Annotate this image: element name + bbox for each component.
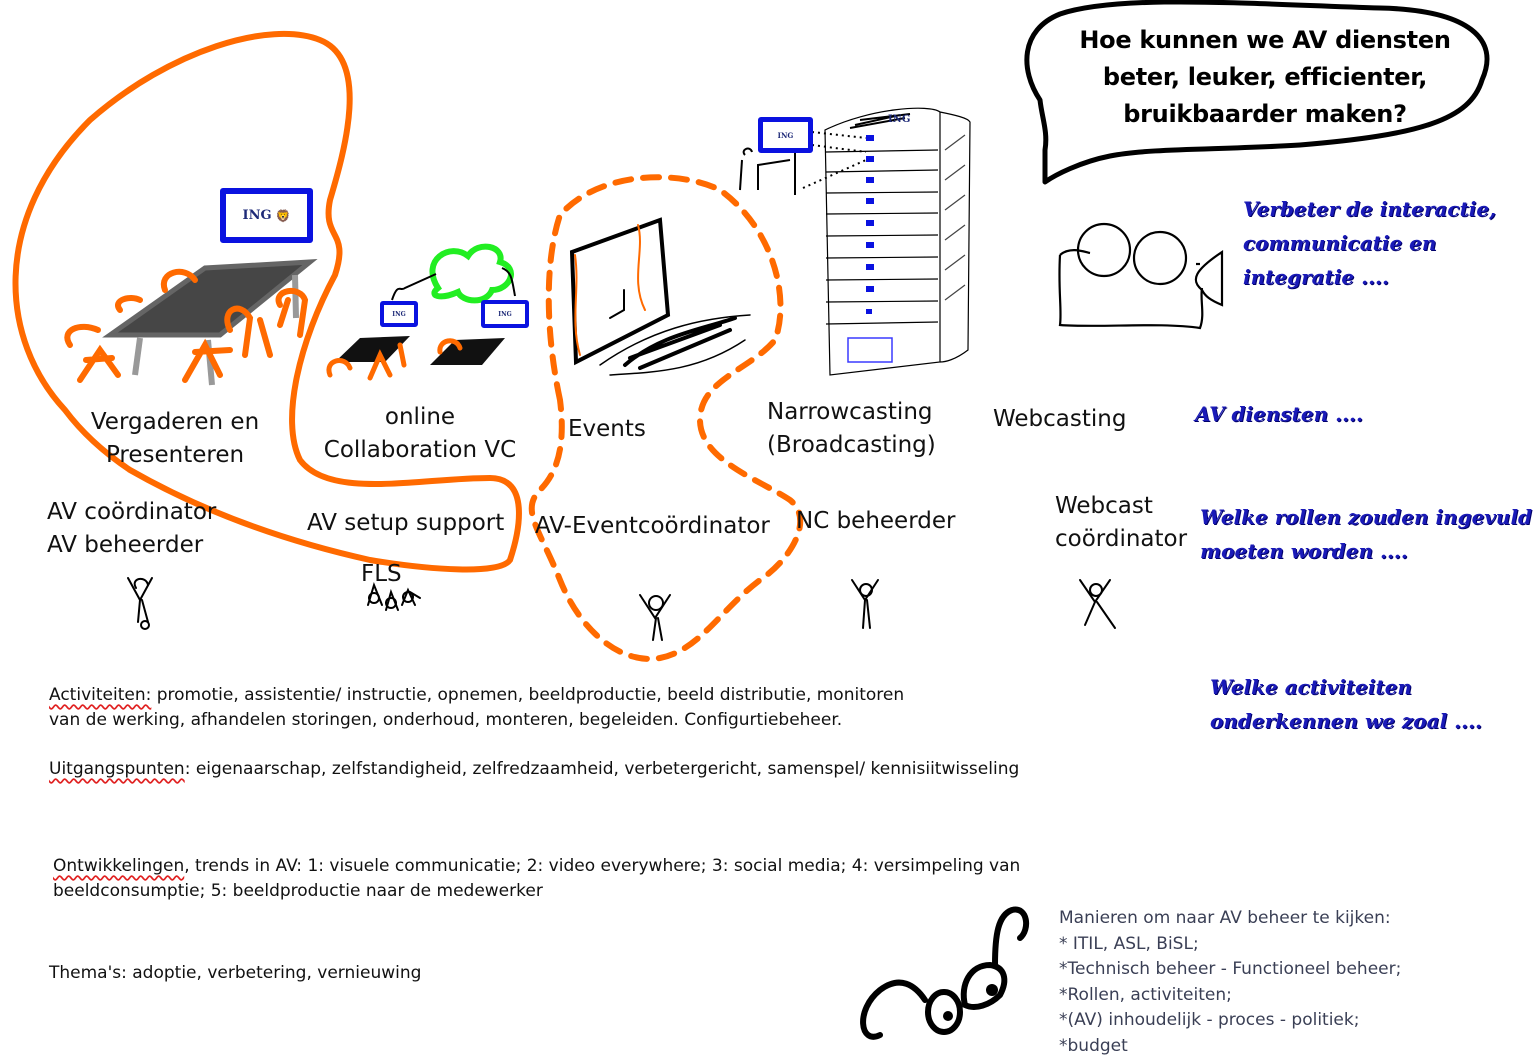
manieren-item: *budget bbox=[1059, 1035, 1128, 1056]
note-line: Verbeter de interactie, bbox=[1243, 197, 1497, 221]
service-label-line: Collaboration VC bbox=[323, 437, 517, 463]
note-rollen: Welke rollen zouden ingevuld moeten word… bbox=[1200, 500, 1532, 568]
person-icon-av-event bbox=[639, 594, 671, 641]
manieren-item: *(AV) inhoudelijk - proces - politiek; bbox=[1059, 1010, 1360, 1030]
uitgangspunten-paragraph: Uitgangspunten: eigenaarschap, zelfstand… bbox=[49, 757, 1019, 782]
person-icon-av-coordinator bbox=[127, 577, 153, 630]
role-av-eventcoordinator: AV-Eventcoördinator bbox=[535, 510, 770, 543]
ing-logo-text: ING bbox=[777, 130, 794, 140]
manieren-heading: Manieren om naar AV beheer te kijken: bbox=[1059, 908, 1391, 928]
group-icon-fls bbox=[367, 581, 421, 611]
role-label-line: FLS bbox=[361, 561, 402, 587]
ing-logo-text: ING bbox=[242, 208, 272, 223]
question-line: bruikbaarder maken? bbox=[1123, 100, 1407, 128]
note-line: Welke rollen zouden ingevuld bbox=[1200, 505, 1533, 529]
role-label-line: AV-Eventcoördinator bbox=[535, 513, 770, 539]
role-label-line: AV setup support bbox=[307, 510, 505, 536]
service-webcasting: Webcasting bbox=[993, 403, 1126, 436]
ontwikkelingen-paragraph: Ontwikkelingen, trends in AV: 1: visuele… bbox=[53, 854, 1020, 904]
service-label-line: Vergaderen en bbox=[90, 409, 260, 435]
narrowcasting-building-illustration bbox=[739, 107, 971, 376]
service-label-line: (Broadcasting) bbox=[767, 432, 936, 458]
role-av-setup-support: AV setup support bbox=[307, 507, 504, 540]
ing-lion-icon: 🦁 bbox=[275, 208, 291, 223]
role-figures bbox=[127, 577, 1116, 641]
pupil-right bbox=[986, 984, 998, 996]
note-line: moeten worden .... bbox=[1200, 539, 1408, 563]
vergaderen-group-outline bbox=[12, 31, 522, 573]
service-label-line: online bbox=[384, 404, 456, 430]
manieren-list: Manieren om naar AV beheer te kijken: * … bbox=[1059, 906, 1401, 1059]
role-webcast-coordinator: Webcast coördinator bbox=[1055, 490, 1187, 556]
role-label-line: AV coördinator bbox=[47, 499, 217, 525]
question-line: Hoe kunnen we AV diensten bbox=[1079, 26, 1451, 54]
note-diensten: AV diensten .... bbox=[1195, 397, 1363, 431]
role-label-line: AV beheerder bbox=[47, 532, 204, 558]
person-icon-webcast bbox=[1079, 579, 1116, 629]
activiteiten-paragraph: Activiteiten: promotie, assistentie/ ins… bbox=[49, 683, 904, 733]
ing-building-sign: ING bbox=[888, 114, 910, 125]
activiteiten-text: promotie, assistentie/ instructie, opnem… bbox=[151, 685, 905, 705]
manieren-item: *Technisch beheer - Functioneel beheer; bbox=[1059, 959, 1402, 979]
themas-paragraph: Thema's: adoptie, verbetering, vernieuwi… bbox=[49, 961, 421, 986]
ing-screen-large: ING 🦁 bbox=[220, 188, 313, 243]
service-label-line: Webcasting bbox=[993, 406, 1127, 432]
manieren-item: * ITIL, ASL, BiSL; bbox=[1059, 933, 1199, 954]
pupil-left bbox=[943, 1011, 953, 1021]
ing-screen-vc-left: ING bbox=[380, 301, 418, 327]
video-camera-icon bbox=[1058, 222, 1224, 330]
question-bubble-text: Hoe kunnen we AV diensten beter, leuker,… bbox=[1050, 22, 1480, 133]
speech-bubble bbox=[1024, 0, 1490, 185]
question-line: beter, leuker, efficienter, bbox=[1102, 63, 1428, 91]
ing-screen-vc-right: ING bbox=[481, 300, 529, 328]
activiteiten-label: Activiteiten: bbox=[49, 685, 152, 705]
ontwikkelingen-label: Ontwikkelingen bbox=[53, 856, 185, 876]
service-label-line: Events bbox=[568, 416, 646, 442]
role-nc-beheerder: NC beheerder bbox=[796, 505, 955, 538]
note-line: communicatie en bbox=[1243, 231, 1437, 255]
ing-screen-narrowcast: ING bbox=[758, 117, 813, 153]
ing-logo-text: ING bbox=[392, 310, 406, 318]
role-label-line: Webcast bbox=[1055, 493, 1153, 519]
role-fls: FLS bbox=[361, 558, 402, 591]
manieren-item: *Rollen, activiteiten; bbox=[1059, 984, 1232, 1005]
person-icon-nc bbox=[851, 579, 879, 629]
uitgangspunten-text: : eigenaarschap, zelfstandigheid, zelfre… bbox=[184, 759, 1020, 779]
note-activiteiten: Welke activiteiten onderkennen we zoal .… bbox=[1210, 670, 1482, 738]
online-collaboration-illustration bbox=[326, 243, 516, 381]
eyes-doodle-icon bbox=[860, 906, 1030, 1040]
events-illustration bbox=[569, 217, 751, 376]
service-events: Events bbox=[568, 413, 646, 446]
service-vergaderen: Vergaderen en Presenteren bbox=[70, 406, 280, 472]
meeting-table-illustration bbox=[64, 259, 318, 386]
ing-logo-text: ING bbox=[498, 310, 512, 318]
service-online-collaboration: online Collaboration VC bbox=[310, 401, 530, 467]
note-line: Welke activiteiten bbox=[1210, 675, 1412, 699]
service-label-line: Narrowcasting bbox=[767, 399, 933, 425]
activiteiten-text: van de werking, afhandelen storingen, on… bbox=[49, 710, 843, 730]
ontwikkelingen-text: beeldconsumptie; 5: beeldproductie naar … bbox=[53, 881, 543, 901]
note-line: onderkennen we zoal .... bbox=[1210, 709, 1482, 733]
ontwikkelingen-text: , trends in AV: 1: visuele communicatie;… bbox=[184, 856, 1021, 876]
note-line: integratie .... bbox=[1243, 265, 1389, 289]
role-av-coordinator: AV coördinator AV beheerder bbox=[47, 496, 216, 562]
note-interactie: Verbeter de interactie, communicatie en … bbox=[1243, 192, 1496, 294]
role-label-line: coördinator bbox=[1055, 526, 1188, 552]
uitgangspunten-label: Uitgangspunten bbox=[49, 759, 185, 779]
role-label-line: NC beheerder bbox=[796, 508, 956, 534]
note-line: AV diensten .... bbox=[1195, 402, 1363, 426]
service-label-line: Presenteren bbox=[105, 442, 245, 468]
building-floors bbox=[825, 149, 939, 325]
ing-logo-text: ING bbox=[888, 114, 911, 125]
service-narrowcasting: Narrowcasting (Broadcasting) bbox=[767, 396, 936, 462]
themas-text: Thema's: adoptie, verbetering, vernieuwi… bbox=[49, 963, 422, 983]
events-group-outline bbox=[528, 174, 804, 662]
